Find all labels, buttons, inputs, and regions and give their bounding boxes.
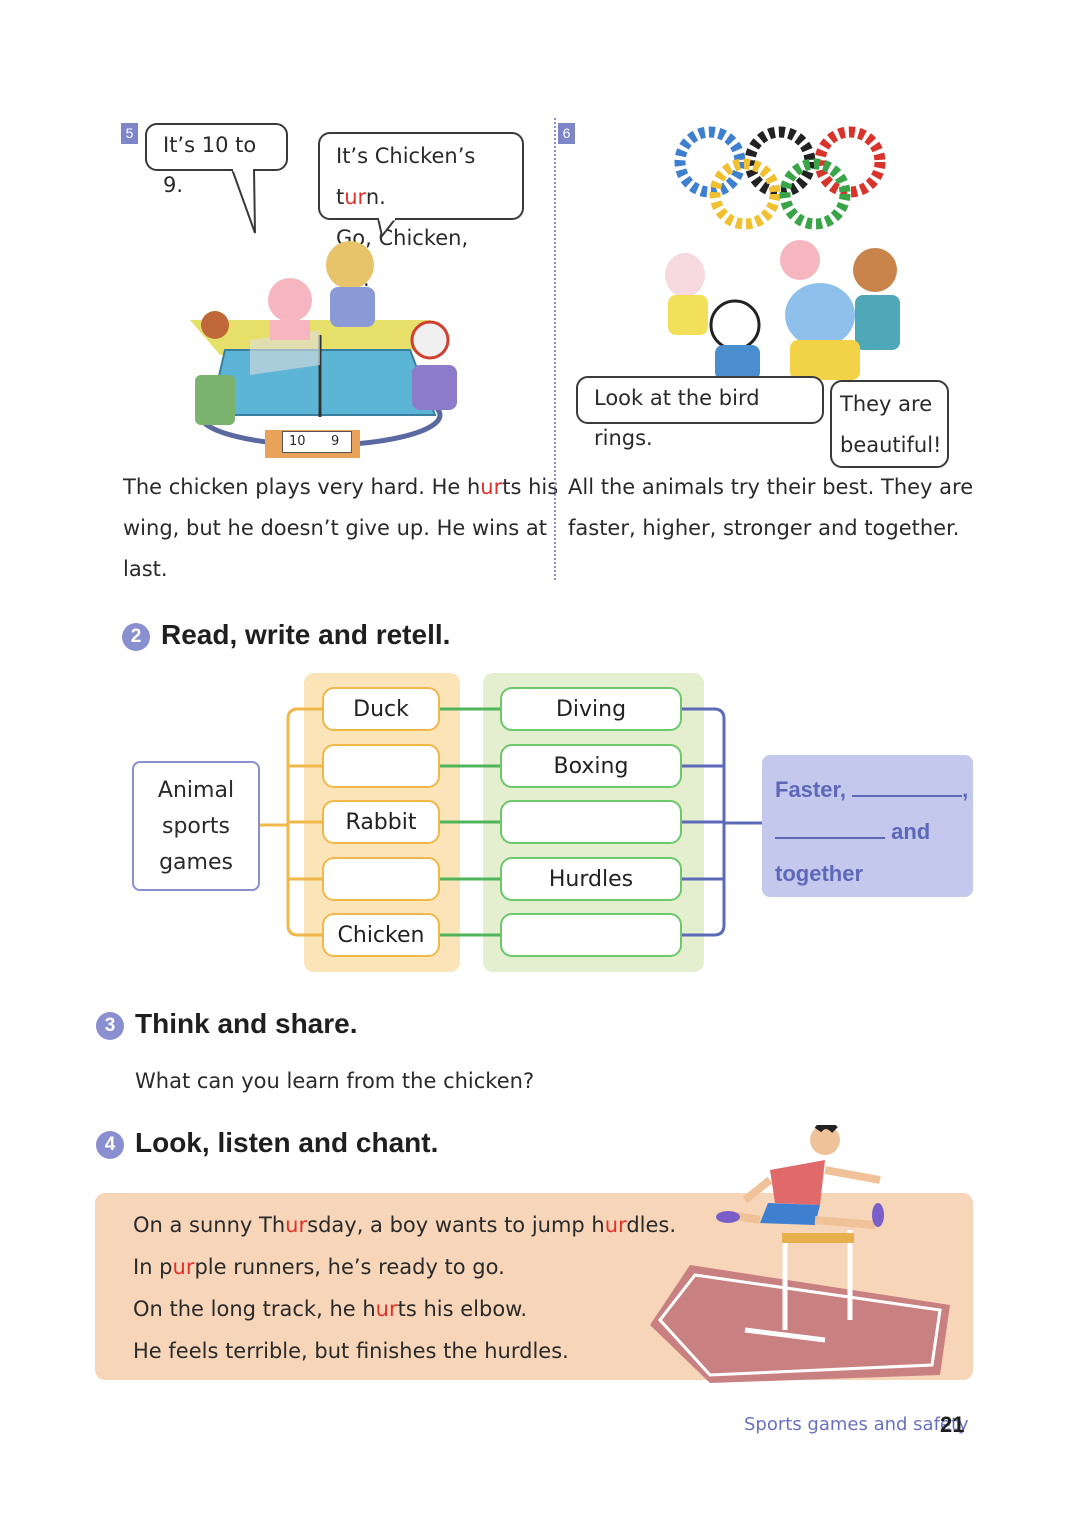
animal-blank-cell[interactable] — [322, 857, 440, 901]
animals-illustration — [665, 240, 900, 380]
animal-blank-cell[interactable] — [322, 744, 440, 788]
panel-divider — [554, 118, 556, 580]
page-number: 21 — [940, 1412, 965, 1437]
chant-line-1: On a sunny Thursday, a boy wants to jump… — [133, 1213, 676, 1237]
sport-blank-cell[interactable] — [500, 913, 682, 957]
bubble-text: They are — [840, 392, 933, 416]
panel-number-6: 6 — [558, 123, 575, 144]
bubble-text: n. — [365, 185, 386, 209]
section-title-read-write: Read, write and retell. — [161, 619, 451, 650]
chant-text: On a sunny Th — [133, 1213, 286, 1237]
scoreboard: 10 9 — [282, 431, 352, 453]
section-number-2: 2 — [122, 623, 150, 651]
mind-map-root: Animal sports games — [132, 761, 260, 891]
story-line: wing, but he doesn’t give up. He wins at — [123, 516, 547, 540]
sport-cell: Diving — [500, 687, 682, 731]
phonics-highlight: ur — [375, 1297, 398, 1321]
root-text: Animal — [157, 778, 235, 803]
result-text: together — [775, 861, 863, 886]
result-text: and — [891, 819, 931, 844]
result-box: Faster, , and together — [762, 755, 973, 897]
discussion-question: What can you learn from the chicken? — [135, 1069, 535, 1093]
bubble-text: It’s Chicken’s t — [336, 144, 476, 209]
result-text: , — [962, 777, 969, 802]
bubble-text: It’s 10 to 9. — [163, 133, 257, 197]
story-line: faster, higher, stronger and together. — [568, 516, 960, 540]
bubble-tail — [230, 169, 256, 234]
story-line: The chicken plays very hard. He h — [123, 475, 481, 499]
story-line: ts his — [502, 475, 559, 499]
phonics-highlight: ur — [285, 1213, 308, 1237]
chant-text: sday, a boy wants to jump h — [307, 1213, 605, 1237]
phonics-highlight: ur — [480, 475, 503, 499]
chant-text: On the long track, he h — [133, 1297, 376, 1321]
story-text-6: All the animals try their best. They are… — [568, 467, 973, 549]
chant-text: ts his elbow. — [397, 1297, 528, 1321]
score-right: 9 — [331, 434, 340, 449]
story-text-5: The chicken plays very hard. He hurts hi… — [123, 467, 558, 590]
bubble-tail — [376, 218, 398, 239]
phonics-highlight: ur — [604, 1213, 627, 1237]
animal-cell: Duck — [322, 687, 440, 731]
animal-cell: Rabbit — [322, 800, 440, 844]
hurdle-jumper-illustration — [650, 1125, 950, 1383]
score-left: 10 — [289, 434, 306, 449]
bubble-text: Look at the bird rings. — [594, 386, 760, 450]
speech-bubble-rings: Look at the bird rings. — [576, 376, 824, 450]
story-line: All the animals try their best. They are — [568, 475, 974, 499]
phonics-highlight: ur — [344, 185, 366, 209]
section-number-4: 4 — [96, 1131, 124, 1159]
mind-map-connectors — [260, 707, 762, 937]
section-title-chant: Look, listen and chant. — [135, 1127, 439, 1158]
chant-line-2: In purple runners, he’s ready to go. — [133, 1255, 505, 1279]
answer-blank[interactable] — [852, 779, 963, 797]
bird-rings-illustration — [674, 126, 886, 230]
chant-line-4: He feels terrible, but finishes the hurd… — [133, 1339, 569, 1363]
speech-bubble-beautiful: They are beautiful! — [830, 380, 949, 468]
speech-bubble-turn: It’s Chicken’s turn. Go, Chicken, go! — [318, 132, 524, 291]
chant-text: ple runners, he’s ready to go. — [194, 1255, 505, 1279]
story-line: last. — [123, 557, 168, 581]
section-title-think-share: Think and share. — [135, 1008, 358, 1039]
sport-blank-cell[interactable] — [500, 800, 682, 844]
phonics-highlight: ur — [172, 1255, 195, 1279]
answer-blank[interactable] — [775, 821, 885, 839]
sport-cell: Boxing — [500, 744, 682, 788]
chant-text: dles. — [626, 1213, 677, 1237]
section-number-3: 3 — [96, 1012, 124, 1040]
unit-title: Sports games and safety — [744, 1414, 969, 1435]
speech-bubble-time: It’s 10 to 9. — [145, 123, 288, 197]
panel-number-5: 5 — [121, 123, 138, 144]
sport-cell: Hurdles — [500, 857, 682, 901]
root-text: sports — [161, 814, 231, 839]
root-text: games — [159, 850, 233, 875]
chant-text: In p — [133, 1255, 173, 1279]
chant-line-3: On the long track, he hurts his elbow. — [133, 1297, 527, 1321]
animal-cell: Chicken — [322, 913, 440, 957]
result-text: Faster, — [775, 777, 846, 802]
ping-pong-illustration — [190, 241, 457, 458]
bubble-text: beautiful! — [840, 433, 942, 457]
